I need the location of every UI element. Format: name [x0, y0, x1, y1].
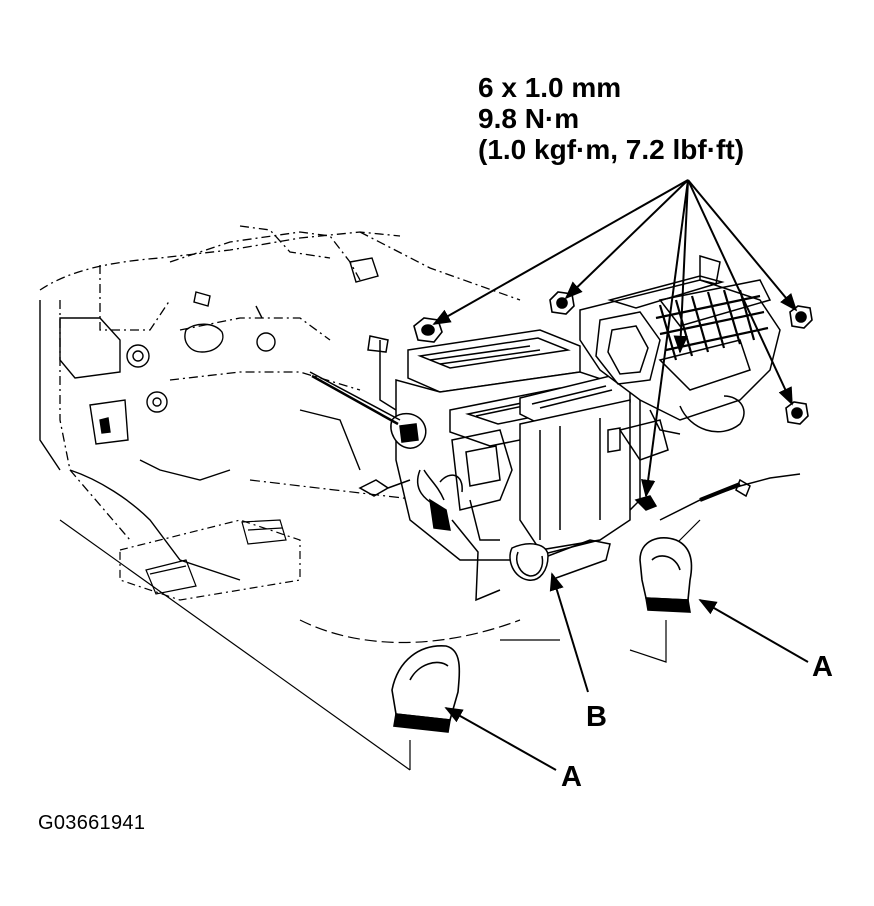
duct-a-left — [391, 645, 461, 733]
figure-id: G03661941 — [38, 812, 146, 834]
torque-newton-meter-label: 9.8 N·m — [478, 103, 580, 134]
torque-imperial-label: (1.0 kgf·m, 7.2 lbf·ft) — [478, 134, 745, 165]
duct-a-right — [639, 536, 693, 613]
heater-unit — [309, 329, 801, 602]
callout-a-right: A — [812, 651, 833, 683]
torque-spec: 6 x 1.0 mm 9.8 N·m (1.0 kgf·m, 7.2 lbf·f… — [478, 72, 744, 165]
nut-4 — [785, 401, 809, 425]
bolt-size-label: 6 x 1.0 mm — [478, 72, 622, 103]
callout-a-left: A — [561, 761, 582, 793]
nut-3 — [789, 305, 813, 329]
nut-2 — [549, 291, 575, 315]
dashboard-solid-parts — [39, 257, 379, 581]
callout-b: B — [586, 701, 607, 733]
callout-arrows — [444, 572, 809, 771]
torque-leader-arrows — [432, 179, 798, 498]
